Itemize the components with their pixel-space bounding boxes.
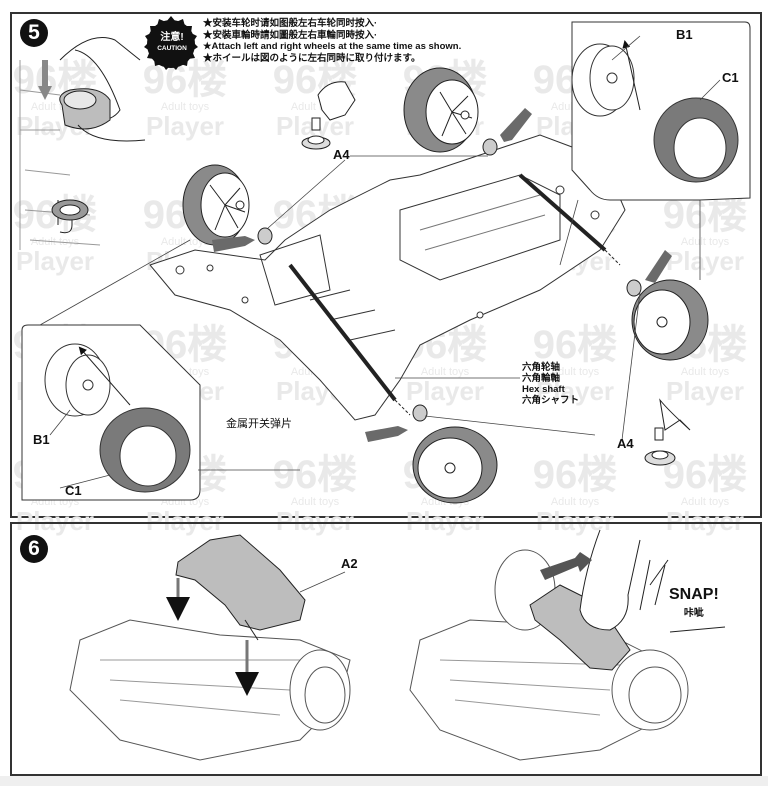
label-snap: SNAP! 咔呲 [669,586,719,619]
label-a4-top: A4 [333,147,350,162]
label-a4-bottom: A4 [617,436,634,451]
label-metal-switch: 金属开关弹片 [226,418,292,430]
a4-bearings [257,138,642,422]
a2-down-arrows [166,578,259,696]
a4-press-tool-bottom [644,398,691,466]
caution-text-block: ★安装车轮时请如图般左右车轮同时按入· ★安裝車輪時請如圖般左右車輪同時按入· … [203,18,461,64]
caution-badge-bottom: CAUTION [157,45,187,52]
hex-shafts [288,173,621,416]
caution-badge-top: 注意! [160,32,184,43]
push-arrows [212,108,672,442]
leader-lines [39,35,721,489]
snap-text: SNAP! [669,586,719,603]
step6-left-chassis [69,619,351,761]
caution-badge-icon [144,16,198,70]
inset-box-top-right [571,21,751,201]
wheel-right [631,279,709,361]
label-hex-shaft: 六角轮轴 六角輪軸 Hex shaft 六角シャフト [522,362,579,406]
hex-shaft-zh-tw: 六角輪軸 [522,373,561,384]
a2-snapped [529,584,631,671]
label-a2: A2 [341,556,358,571]
step-6-panel [10,522,762,776]
a4-press-tool-top [301,81,356,150]
slide-arrow-icon [540,552,592,580]
hex-shaft-ja: 六角シャフト [522,395,580,406]
wheel-bottom-center [412,426,498,504]
finger-press [579,529,666,631]
label-c1-bottom-left: C1 [65,483,82,498]
caution-line-en: ★Attach left and right wheels at the sam… [203,41,462,52]
caution-line-ja: ★ホイールは図のように左右同時に取り付けます。 [203,52,421,64]
label-c1-top-right: C1 [722,70,739,85]
wheel-top-center [403,67,479,153]
caution-line-zh-cn: ★安装车轮时请如图般左右车轮同时按入· [203,18,378,29]
caution-badge-label: 注意! CAUTION [150,33,194,54]
label-b1-bottom-left: B1 [33,432,50,447]
label-b1-top-right: B1 [676,27,693,42]
step-5-number: 5 [20,19,48,47]
snap-text-cn: 咔呲 [683,608,704,619]
bottom-margin [0,776,768,786]
hand-pressing-wheel-illustration [19,37,146,250]
caution-line-zh-tw: ★安裝車輪時請如圖般左右車輪同時按入· [203,29,378,41]
hex-shaft-en: Hex shaft [522,384,565,395]
wheel-left-front [182,164,250,246]
hex-shaft-zh-cn: 六角轮轴 [522,362,561,373]
step-6-number: 6 [20,535,48,563]
a2-part [175,534,306,641]
inset-box-bottom-left [21,324,201,501]
